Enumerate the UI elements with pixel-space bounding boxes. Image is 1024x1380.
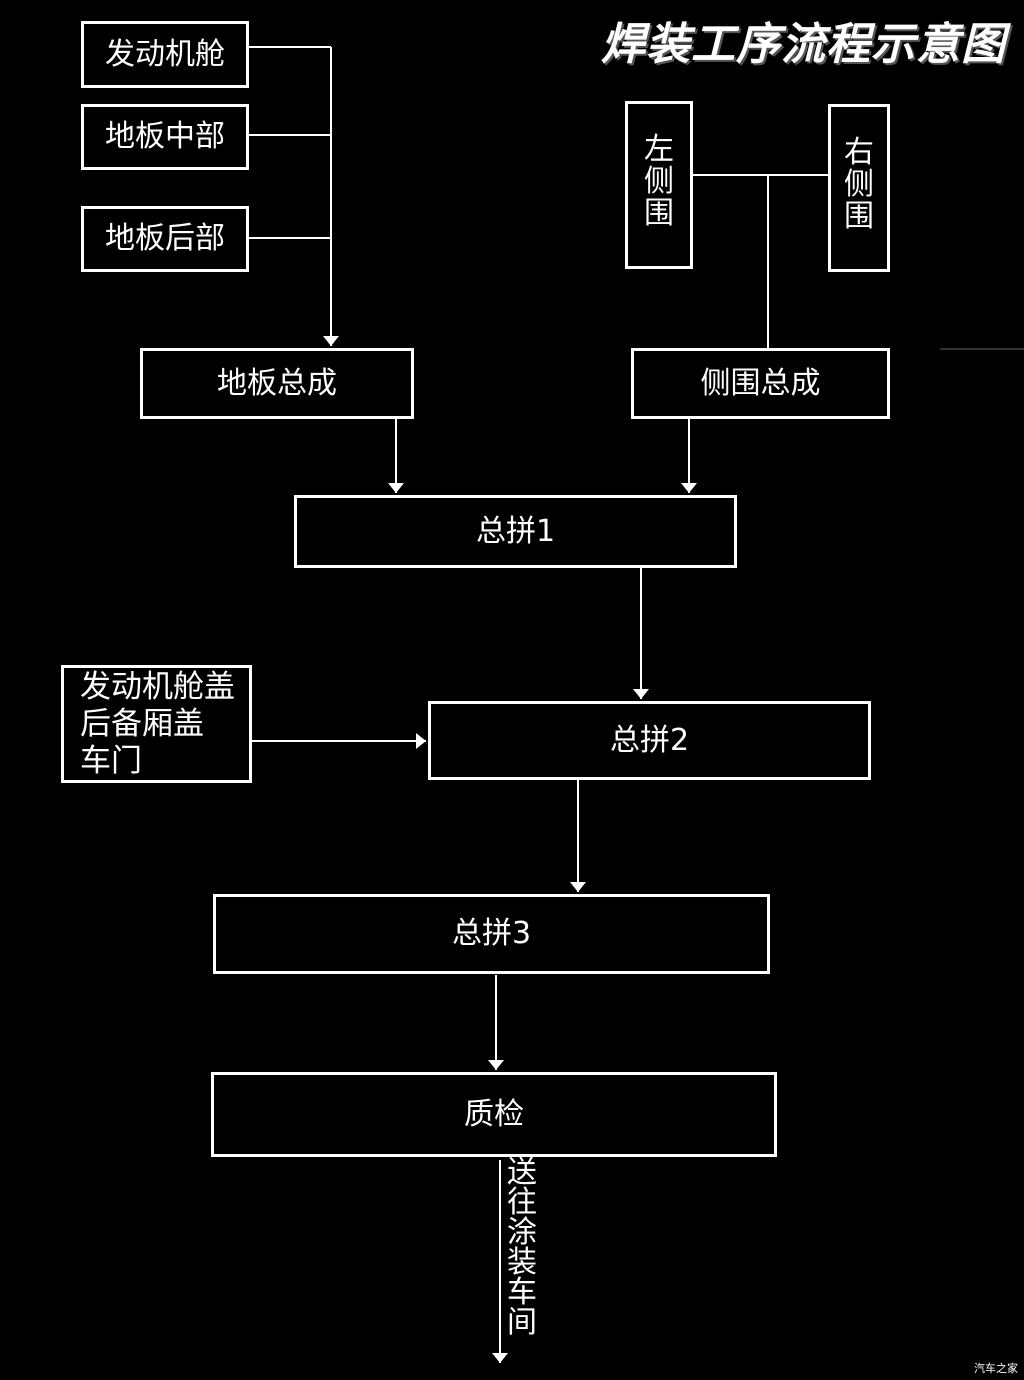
closures-line: 后备厢盖 [80,705,204,742]
closures-line: 车门 [80,742,142,779]
box-quality-check: 质检 [211,1072,777,1157]
box-engine-bay: 发动机舱 [81,21,249,88]
box-left-side-panel: 左 侧 围 [625,101,693,269]
right-side-char: 右 [844,135,874,170]
box-floor-rear: 地板后部 [81,206,249,272]
left-side-char: 侧 [644,164,674,199]
paint-shop-char: 装 [507,1245,537,1280]
watermark: 汽车之家 [974,1362,1018,1375]
left-side-char: 围 [644,196,674,231]
paint-shop-char: 间 [507,1305,537,1340]
right-side-char: 围 [844,199,874,234]
closures-line: 发动机舱盖 [80,668,235,705]
paint-shop-label: 送 往 涂 装 车 间 [505,1158,539,1338]
box-floor-middle: 地板中部 [81,104,249,170]
paint-shop-char: 往 [507,1185,537,1220]
diagram-title: 焊装工序流程示意图 [601,19,1006,70]
box-main-assembly-3: 总拼3 [213,894,770,974]
right-side-char: 侧 [844,167,874,202]
box-right-side-panel: 右 侧 围 [828,104,890,272]
box-side-assembly: 侧围总成 [631,348,890,419]
box-main-assembly-2: 总拼2 [428,701,871,780]
box-main-assembly-1: 总拼1 [294,495,737,568]
box-floor-assembly: 地板总成 [140,348,414,419]
left-side-char: 左 [644,132,674,167]
paint-shop-char: 车 [507,1275,537,1310]
paint-shop-char: 送 [507,1155,537,1190]
box-closures: 发动机舱盖 后备厢盖 车门 [61,665,252,783]
paint-shop-char: 涂 [507,1215,537,1250]
